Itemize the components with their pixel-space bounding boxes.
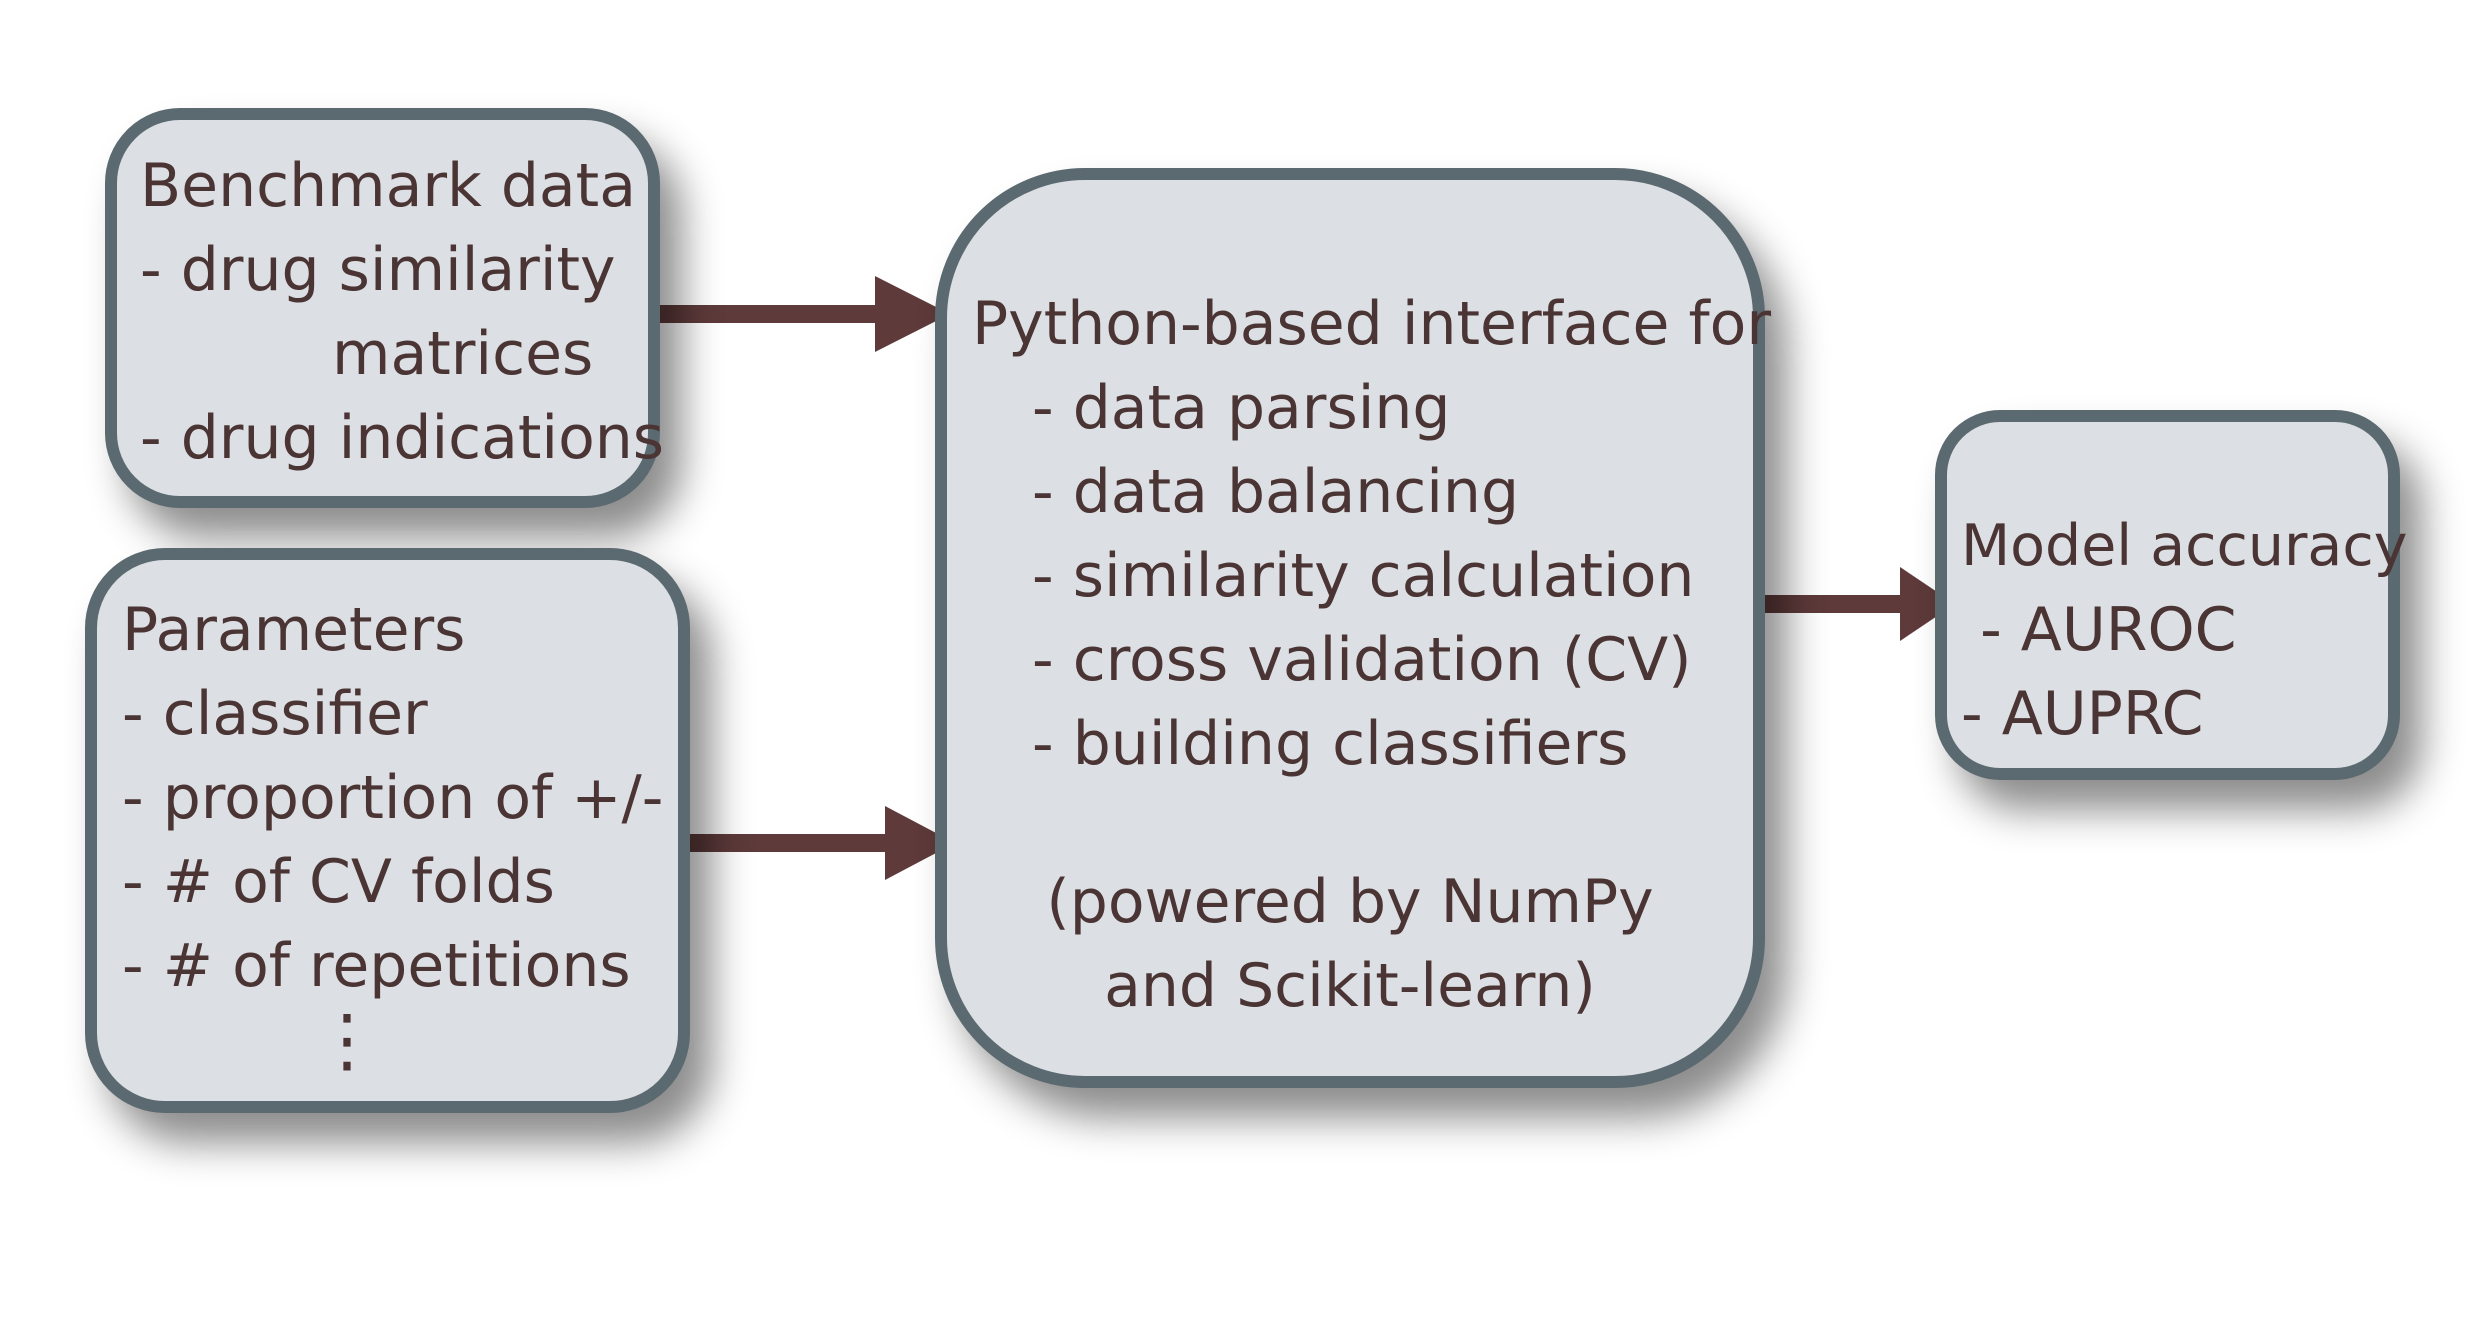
benchmark-item-indications: - drug indications: [140, 403, 665, 473]
arrow-benchmark-to-interface: [655, 276, 950, 352]
parameters-box: Parameters - classifier - proportion of …: [85, 548, 690, 1113]
parameters-item-classifier: - classifier: [122, 679, 428, 749]
benchmark-item-similarity: - drug similarity: [140, 235, 616, 305]
parameters-item-repetitions: - # of repetitions: [122, 931, 631, 1001]
interface-powered-line1: (powered by NumPy: [1046, 867, 1654, 937]
interface-powered-line2: and Scikit-learn): [1104, 951, 1596, 1021]
parameters-item-proportion: - proportion of +/-: [122, 763, 664, 833]
interface-item-balancing: - data balancing: [1032, 457, 1520, 527]
arrow-interface-to-output: [1765, 567, 1955, 641]
output-item-auroc: - AUROC: [1961, 595, 2237, 665]
interface-item-classifiers: - building classifiers: [1032, 709, 1629, 779]
interface-item-parsing: - data parsing: [1032, 373, 1451, 443]
interface-item-similarity: - similarity calculation: [1032, 541, 1695, 611]
interface-item-cv: - cross validation (CV): [1032, 625, 1692, 695]
parameters-ellipsis: ⋮: [312, 999, 382, 1081]
interface-title: Python-based interface for: [972, 289, 1771, 359]
parameters-title: Parameters: [122, 595, 466, 665]
benchmark-data-box: Benchmark data - drug similarity matrice…: [105, 108, 664, 508]
model-accuracy-box: Model accuracy - AUROC - AUPRC: [1935, 410, 2407, 780]
benchmark-item-similarity-cont: matrices: [332, 319, 594, 389]
arrow-parameters-to-interface: [685, 806, 955, 880]
output-item-auprc: - AUPRC: [1961, 679, 2204, 749]
python-interface-box: Python-based interface for - data parsin…: [935, 168, 1771, 1088]
output-title: Model accuracy: [1961, 513, 2408, 579]
parameters-item-cv-folds: - # of CV folds: [122, 847, 555, 917]
benchmark-title: Benchmark data: [140, 151, 636, 221]
